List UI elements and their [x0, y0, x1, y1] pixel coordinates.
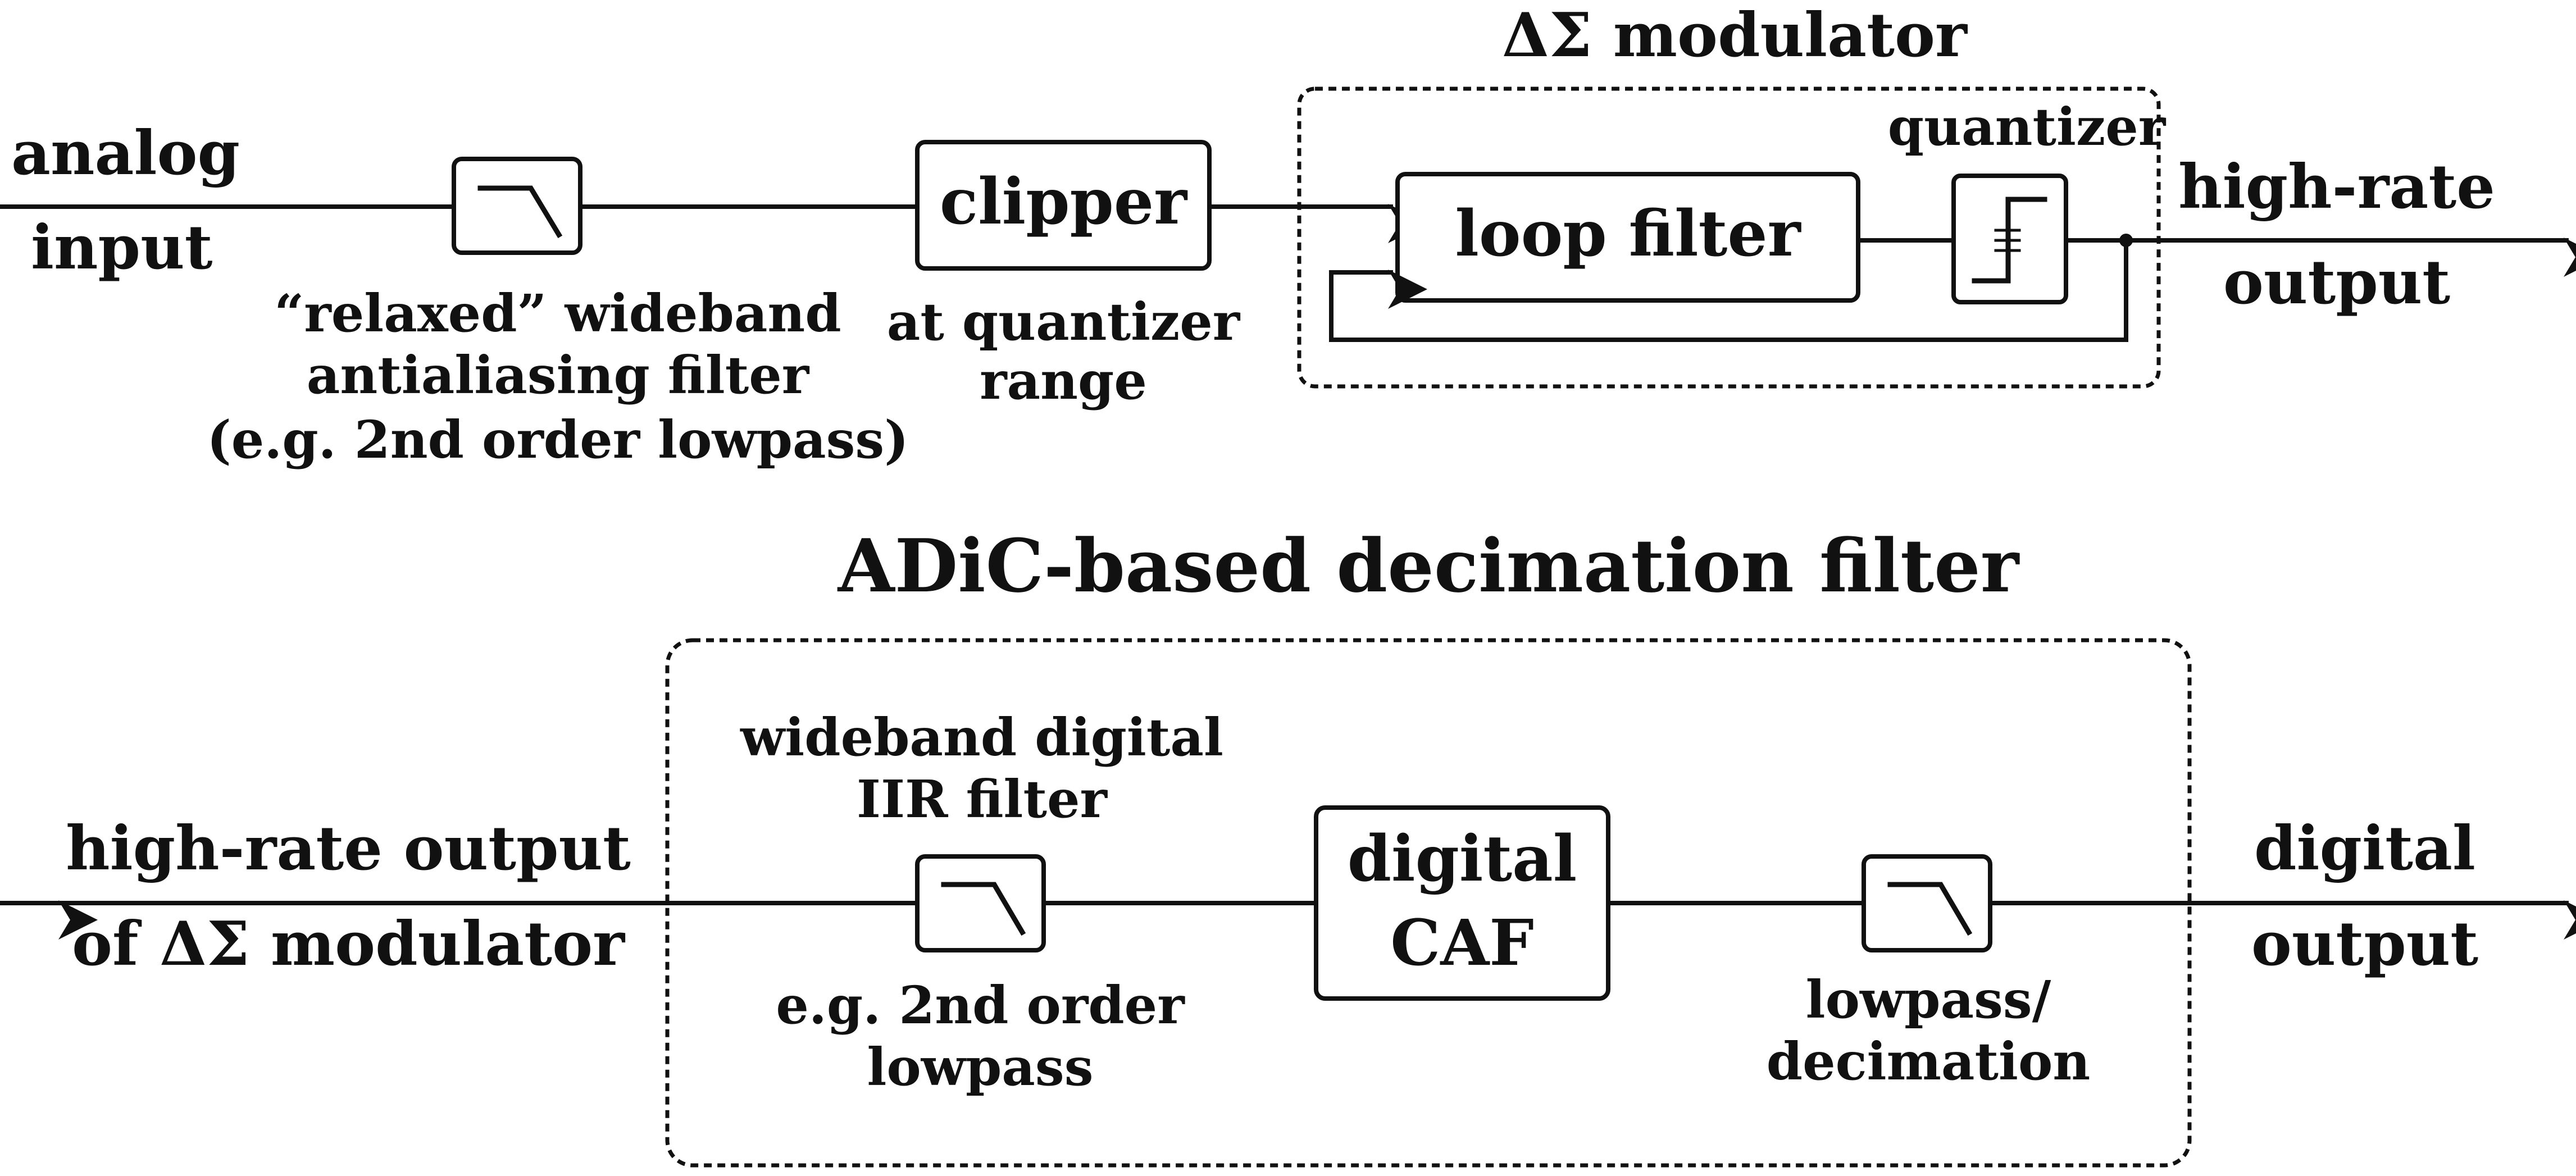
lowpass-icon	[477, 185, 563, 239]
antialiasing-filter-block	[452, 157, 582, 255]
bottom-input-label-line2: of ΔΣ modulator	[72, 909, 626, 979]
aa-filter-caption-line1: “relaxed” wideband	[274, 283, 841, 344]
bottom-signal-chain: ADiC-based decimation filter high-rate o…	[0, 523, 2576, 1168]
feedback-path	[1329, 240, 2128, 342]
decimation-caption-line2: decimation	[1767, 1031, 2090, 1092]
caf-label-line2: CAF	[1390, 906, 1534, 980]
clipper-block	[915, 140, 1212, 271]
iir-caption-bottom-line1: e.g. 2nd order	[776, 975, 1185, 1036]
analog-input-label-line2: input	[31, 212, 213, 283]
iir-caption-top-line2: IIR filter	[857, 769, 1108, 829]
decimation-filter-title: ADiC-based decimation filter	[837, 523, 2020, 609]
aa-filter-caption-line3: (e.g. 2nd order lowpass)	[207, 409, 909, 470]
clipper-caption-line1: at quantizer	[887, 291, 1241, 352]
clipper-label: clipper	[940, 165, 1188, 239]
high-rate-output-label-line2: output	[2223, 247, 2450, 318]
iir-filter-block	[915, 854, 1046, 952]
caf-label-line1: digital	[1348, 822, 1577, 896]
digital-output-label-line1: digital	[2254, 813, 2475, 884]
analog-input-label-line1: analog	[11, 118, 240, 189]
quantizer-label: quantizer	[1888, 97, 2167, 157]
high-rate-output-label-line1: high-rate	[2178, 152, 2495, 222]
decimation-caption-line1: lowpass/	[1806, 969, 2051, 1030]
modulator-title: ΔΣ modulator	[1502, 0, 1968, 71]
top-signal-chain: analog input “relaxed” wideband antialia…	[0, 0, 2576, 470]
decimation-filter-boundary	[665, 638, 2192, 1168]
bottom-input-label-line1: high-rate output	[66, 813, 631, 884]
iir-caption-top-line1: wideband digital	[740, 707, 1223, 768]
aa-filter-caption-line2: antialiasing filter	[307, 345, 810, 405]
lowpass-icon	[941, 882, 1026, 936]
iir-caption-bottom-line2: lowpass	[867, 1037, 1093, 1097]
digital-output-label-line2: output	[2251, 909, 2478, 979]
lowpass-icon	[1887, 882, 1973, 936]
modulator-boundary	[1297, 86, 2161, 389]
decimation-filter-block	[1862, 854, 1992, 952]
loop-filter-label: loop filter	[1455, 197, 1801, 271]
clipper-caption-line2: range	[980, 350, 1147, 411]
loop-filter-block	[1395, 172, 1860, 303]
